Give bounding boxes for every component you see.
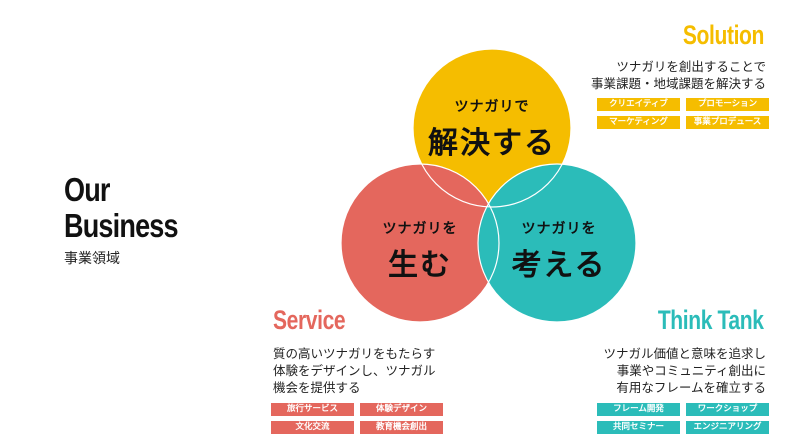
solution-desc-line-1: ツナガリを創出することで [616,59,766,74]
service-desc-line-1: 質の高いツナガリをもたらす [273,346,436,361]
headline-subtitle: 事業領域 [64,251,120,267]
circle-solve [413,49,571,207]
thinktank-desc-line-2: 事業やコミュニティ創出に [616,363,766,378]
circle-think-small: ツナガリを [521,221,597,237]
service-desc-line-2: 体験をデザインし、ツナガル [273,363,436,378]
circle-solve-small: ツナガリで [454,99,530,115]
solution-title: Solution [682,20,764,50]
circle-solve-big: 解決する [428,126,556,161]
thinktank-tag: 共同セミナー [597,421,680,434]
thinktank-description: ツナガル価値と意味を追求し 事業やコミュニティ創出に 有用なフレームを確立する [603,345,766,396]
thinktank-title: Think Tank [658,305,764,335]
service-tag: 教育機会創出 [360,421,443,434]
service-tag: 文化交流 [271,421,354,434]
solution-tag: マーケティング [597,116,680,129]
venn-outlines [340,48,637,323]
circle-create-big: 生む [388,248,452,283]
thinktank-tag: フレーム開発 [597,403,680,416]
circle-create-label: ツナガリを 生む [345,218,495,284]
circle-solve-label: ツナガリで 解決する [412,96,572,162]
thinktank-desc-line-3: 有用なフレームを確立する [616,380,766,395]
headline-line-1: Our [64,171,110,208]
circle-think [478,164,636,322]
service-description: 質の高いツナガリをもたらす 体験をデザインし、ツナガル 機会を提供する [273,345,436,396]
solution-desc-line-2: 事業課題・地域課題を解決する [590,76,766,91]
service-tag: 旅行サービス [271,403,354,416]
circle-think-big: 考える [511,248,607,283]
solution-tags: クリエイティブ プロモーション マーケティング 事業プロデュース [597,98,769,129]
circle-think-label: ツナガリを 考える [484,218,634,284]
page-headline: Our Business 事業領域 [64,172,203,268]
solution-tag: 事業プロデュース [686,116,769,129]
solution-tag: クリエイティブ [597,98,680,111]
circle-create-small: ツナガリを [382,221,458,237]
service-title: Service [273,305,346,335]
service-tag: 体験デザイン [360,403,443,416]
headline-line-2: Business [64,207,179,244]
thinktank-desc-line-1: ツナガル価値と意味を追求し [603,346,766,361]
thinktank-tag: ワークショップ [686,403,769,416]
solution-tag: プロモーション [686,98,769,111]
solution-description: ツナガリを創出することで 事業課題・地域課題を解決する [591,58,766,92]
thinktank-tag: エンジニアリング [686,421,769,434]
thinktank-tags: フレーム開発 ワークショップ 共同セミナー エンジニアリング [597,403,769,434]
service-desc-line-3: 機会を提供する [273,380,361,395]
service-tags: 旅行サービス 体験デザイン 文化交流 教育機会創出 [271,403,443,434]
circle-create [341,164,499,322]
